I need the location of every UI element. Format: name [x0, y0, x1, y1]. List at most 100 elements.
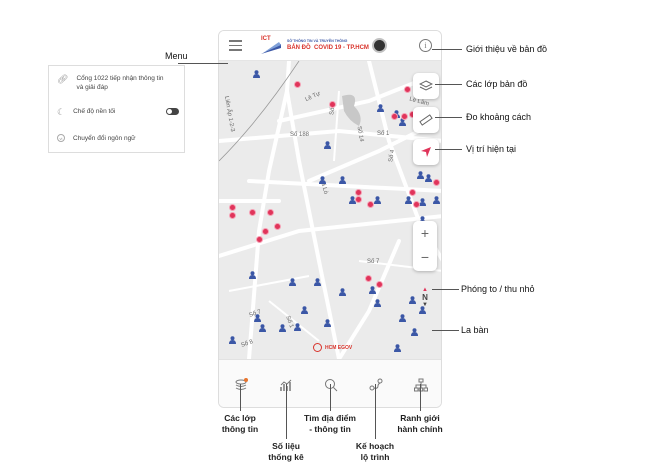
callout-line	[435, 84, 462, 85]
person-marker-icon[interactable]	[417, 166, 424, 179]
case-marker-icon[interactable]	[413, 201, 420, 208]
person-marker-icon[interactable]	[289, 273, 296, 286]
search-icon	[324, 378, 338, 391]
person-marker-icon[interactable]	[259, 319, 266, 332]
watermark-text: HCM EGOV	[325, 344, 353, 351]
callout-line	[432, 330, 459, 331]
dark-mode-toggle[interactable]	[166, 108, 179, 115]
person-marker-icon[interactable]	[319, 171, 326, 184]
callout-route-plan: Kế hoạch lộ trình	[355, 441, 395, 462]
compass-button[interactable]: ▲ N ▼	[418, 287, 432, 315]
tab-statistics[interactable]	[271, 370, 301, 400]
case-marker-icon[interactable]	[367, 201, 374, 208]
person-marker-icon[interactable]	[339, 283, 346, 296]
case-marker-icon[interactable]	[409, 189, 416, 196]
case-marker-icon[interactable]	[249, 209, 256, 216]
menu-item-dark-mode[interactable]: ☾ Chế độ nền tối	[57, 107, 179, 118]
person-marker-icon[interactable]	[433, 191, 440, 204]
callout-info-layers: Các lớp thông tin	[221, 413, 259, 434]
person-marker-icon[interactable]	[229, 331, 236, 344]
menu-item-label: Cổng 1022 tiếp nhận thông tin và giải đá…	[76, 75, 164, 91]
person-marker-icon[interactable]	[349, 191, 356, 204]
person-marker-icon[interactable]	[419, 193, 426, 206]
callout-line	[432, 289, 459, 290]
person-marker-icon[interactable]	[377, 99, 384, 112]
callout-line	[435, 117, 462, 118]
callout-line	[432, 49, 462, 50]
person-marker-icon[interactable]	[419, 301, 426, 314]
logo-text: ICT	[261, 36, 271, 42]
stats-icon	[280, 379, 292, 391]
person-marker-icon[interactable]	[249, 266, 256, 279]
case-marker-icon[interactable]	[267, 209, 274, 216]
compass-south-arrow-icon: ▼	[422, 302, 428, 308]
tab-info-layers[interactable]	[226, 370, 256, 400]
menu-item-label: Chế độ nền tối	[73, 108, 116, 115]
case-marker-icon[interactable]	[262, 228, 269, 235]
header-subtitle: SỞ THÔNG TIN VÀ TRUYỀN THÔNG	[287, 39, 348, 43]
stack-icon	[419, 80, 433, 91]
case-marker-icon[interactable]	[404, 86, 411, 93]
case-marker-icon[interactable]	[294, 81, 301, 88]
info-button[interactable]: i	[419, 39, 432, 52]
street-label: Số 1	[377, 131, 390, 137]
compass-label: N	[422, 293, 428, 302]
callout-line	[420, 384, 421, 411]
person-marker-icon[interactable]	[339, 171, 346, 184]
person-marker-icon[interactable]	[301, 301, 308, 314]
case-marker-icon[interactable]	[229, 212, 236, 219]
map-canvas[interactable]: Lê Tự Số 1 Số 188 Số 14 Số 1 Số 4 Mã Lò …	[219, 61, 441, 359]
menu-item-label: Chuyển đổi ngôn ngữ	[73, 135, 136, 142]
person-marker-icon[interactable]	[394, 339, 401, 352]
measure-distance-button[interactable]	[413, 107, 439, 133]
tab-search-place[interactable]	[316, 370, 346, 400]
person-marker-icon[interactable]	[324, 314, 331, 327]
menu-item-language[interactable]: vi Chuyển đổi ngôn ngữ	[57, 134, 136, 143]
person-marker-icon[interactable]	[324, 136, 331, 149]
person-marker-icon[interactable]	[425, 169, 432, 182]
person-marker-icon[interactable]	[405, 191, 412, 204]
person-marker-icon[interactable]	[419, 211, 426, 224]
case-marker-icon[interactable]	[355, 189, 362, 196]
callout-zoom: Phóng to / thu nhỏ	[461, 284, 535, 294]
callout-menu: Menu	[165, 51, 188, 61]
person-marker-icon[interactable]	[279, 319, 286, 332]
person-marker-icon[interactable]	[411, 323, 418, 336]
person-marker-icon[interactable]	[374, 294, 381, 307]
person-marker-icon[interactable]	[409, 291, 416, 304]
case-marker-icon[interactable]	[329, 101, 336, 108]
person-marker-icon[interactable]	[294, 318, 301, 331]
callout-line	[286, 384, 287, 439]
case-marker-icon[interactable]	[365, 275, 372, 282]
person-marker-icon[interactable]	[399, 309, 406, 322]
current-location-button[interactable]	[413, 139, 439, 165]
person-marker-icon[interactable]	[374, 191, 381, 204]
case-marker-icon[interactable]	[355, 196, 362, 203]
person-marker-icon[interactable]	[314, 273, 321, 286]
person-marker-icon[interactable]	[393, 105, 400, 118]
phone-frame: ICT SỞ THÔNG TIN VÀ TRUYỀN THÔNG BẢN ĐỒ …	[218, 30, 442, 408]
callout-line	[240, 384, 241, 411]
person-marker-icon[interactable]	[253, 65, 260, 78]
case-marker-icon[interactable]	[376, 281, 383, 288]
case-marker-icon[interactable]	[229, 204, 236, 211]
case-marker-icon[interactable]	[401, 113, 408, 120]
person-marker-icon[interactable]	[369, 281, 376, 294]
compass-north-arrow-icon: ▲	[422, 287, 428, 293]
app-header: ICT SỞ THÔNG TIN VÀ TRUYỀN THÔNG BẢN ĐỒ …	[219, 31, 441, 61]
case-marker-icon[interactable]	[391, 113, 398, 120]
case-marker-icon[interactable]	[256, 236, 263, 243]
callout-location: Vị trí hiện tại	[466, 144, 517, 154]
zoom-in-button[interactable]: +	[420, 225, 430, 241]
case-marker-icon[interactable]	[433, 179, 440, 186]
zoom-out-button[interactable]: −	[420, 249, 430, 265]
zoom-control: + −	[413, 221, 437, 271]
menu-item-hotline[interactable]: 🔗︎ Cổng 1022 tiếp nhận thông tin và giải…	[57, 74, 171, 92]
layers-icon	[235, 377, 249, 390]
menu-button[interactable]	[229, 40, 242, 51]
map-layers-button[interactable]	[413, 73, 439, 99]
tab-admin-boundary[interactable]	[406, 370, 436, 400]
case-marker-icon[interactable]	[274, 223, 281, 230]
person-marker-icon[interactable]	[254, 309, 261, 322]
language-icon: vi	[57, 134, 65, 142]
